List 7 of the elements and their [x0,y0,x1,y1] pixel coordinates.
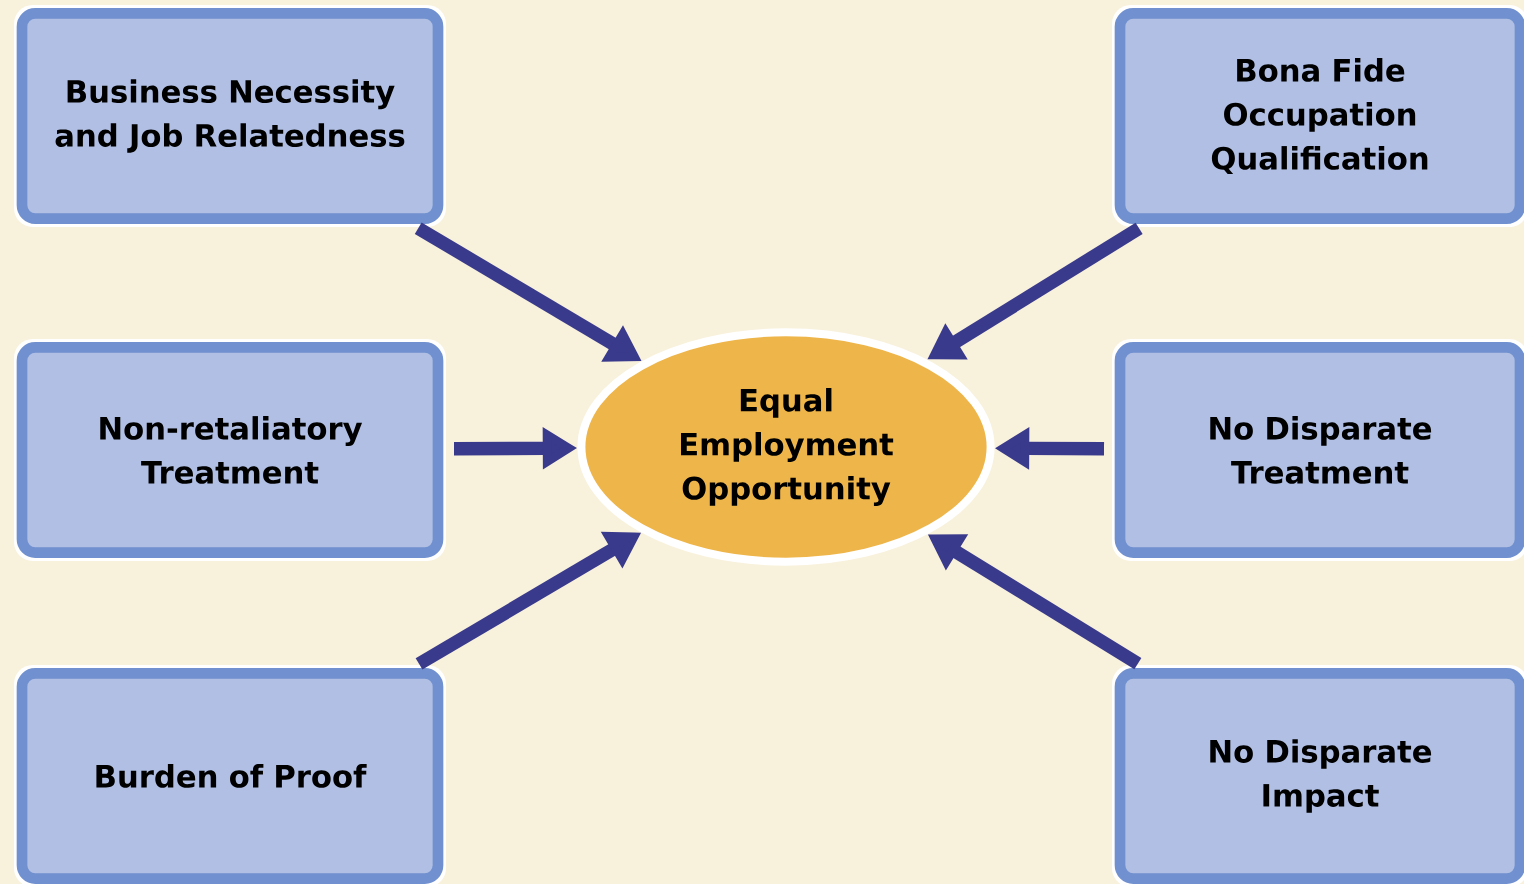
rounded-box: Non-retaliatory Treatment [16,342,444,558]
rounded-box: No Disparate Impact [1114,668,1524,884]
oval: Equal Employment Opportunity [577,328,995,566]
rounded-box: Burden of Proof [16,668,444,884]
rounded-box: No Disparate Treatment [1114,342,1524,558]
rounded-box: Bona Fide Occupation Qualification [1114,8,1524,224]
rounded-box: Business Necessity and Job Relatedness [16,8,444,224]
